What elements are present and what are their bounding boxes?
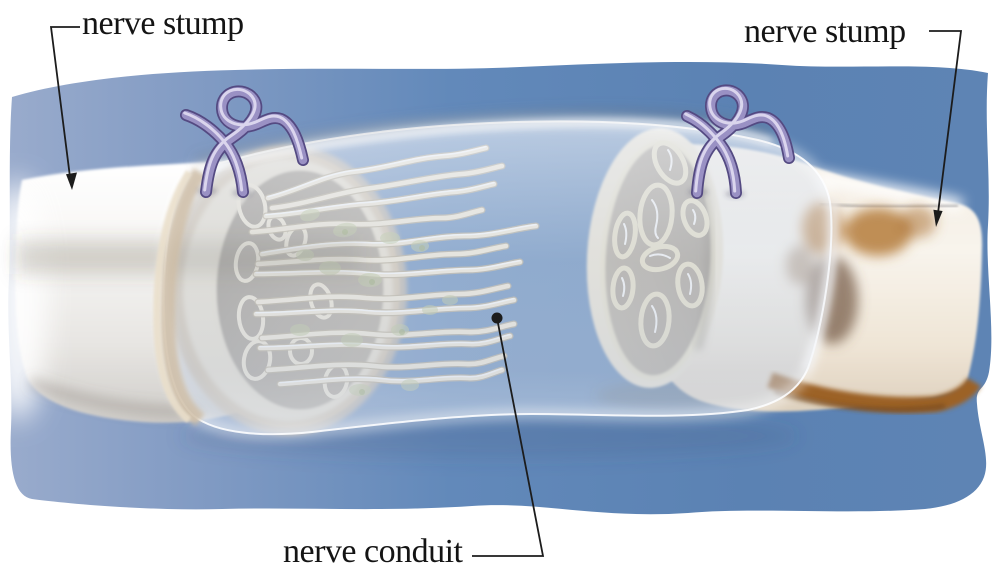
suture-knot-left (185, 89, 303, 197)
leader-nerve-conduit (472, 312, 545, 557)
leader-right-stump (929, 30, 963, 227)
label-nerve-conduit: nerve conduit (283, 533, 463, 570)
nerve-conduit (153, 114, 839, 438)
bare-nerve-patches (786, 202, 936, 344)
label-left-nerve-stump: nerve stump (82, 5, 244, 42)
label-right-nerve-stump: nerve stump (744, 13, 906, 50)
suture-knot-right (686, 88, 789, 198)
arrowhead (933, 209, 943, 227)
bare-nerve-underside (767, 372, 981, 413)
conduit-left-rim (160, 167, 207, 426)
conduit-right-rim (802, 199, 839, 372)
arrowhead (66, 172, 77, 190)
leader-left-stump (49, 26, 80, 190)
